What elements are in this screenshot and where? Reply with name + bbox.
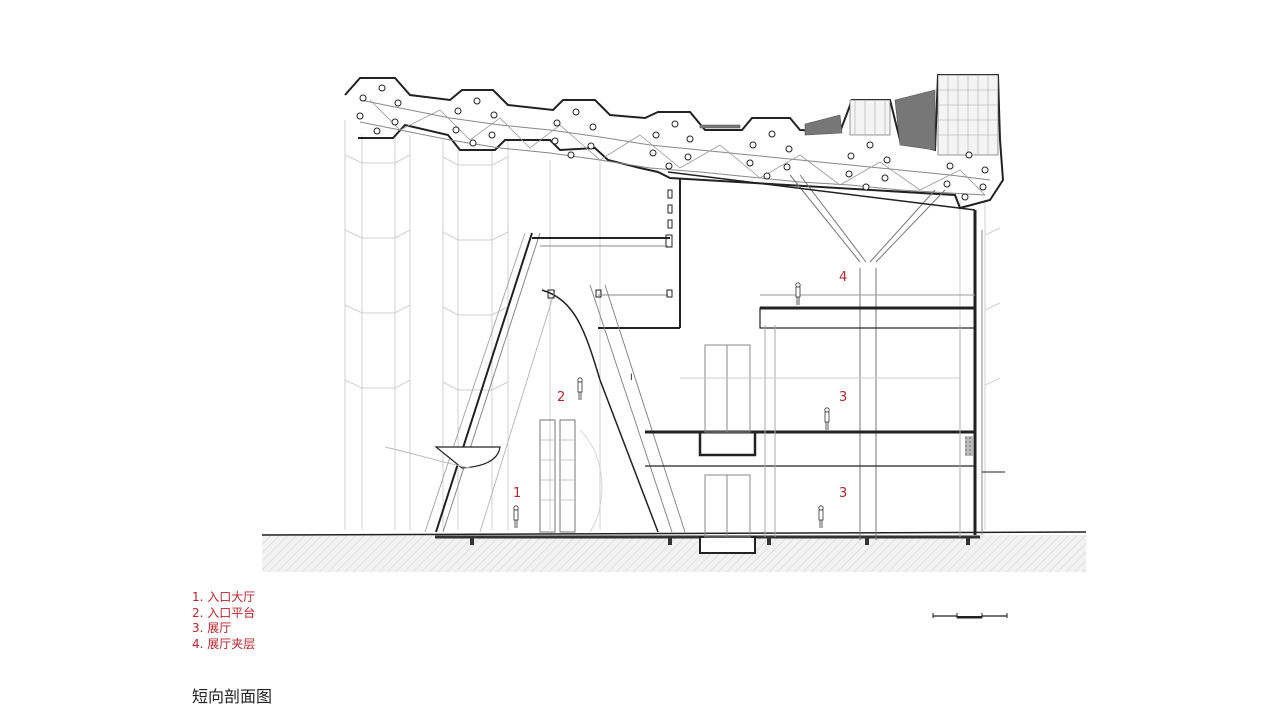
legend-item: 3. 展厅 (192, 621, 232, 635)
roof-cladding (699, 74, 999, 156)
drawing-title: 短向剖面图 (192, 687, 273, 706)
legend-item: 2. 入口平台 (192, 605, 256, 620)
roof-truss (344, 74, 1005, 210)
legend-item: 4. 展厅夹层 (192, 636, 256, 651)
inclined-walls (384, 232, 686, 533)
svg-text:I: I (630, 373, 633, 383)
legend-item: 1. 入口大厅 (192, 590, 256, 604)
truss-nodes (356, 84, 989, 201)
zone-label-3-lower: 3 (839, 486, 848, 501)
zone-label-3-upper: 3 (839, 390, 848, 405)
floor-slabs: I (630, 294, 976, 538)
escalator (539, 419, 603, 533)
main-structure (598, 171, 1005, 535)
y-column (789, 174, 946, 540)
zone-label-2: 2 (557, 390, 566, 405)
scale-bar (932, 613, 1008, 619)
zone-label-4: 4 (839, 270, 848, 285)
zone-label-1: 1 (513, 486, 522, 501)
people-figures (513, 282, 830, 528)
background-columns (344, 120, 1001, 530)
ground (261, 531, 1087, 572)
legend: 1. 入口大厅 2. 入口平台 3. 展厅 4. 展厅夹层 (192, 590, 255, 652)
